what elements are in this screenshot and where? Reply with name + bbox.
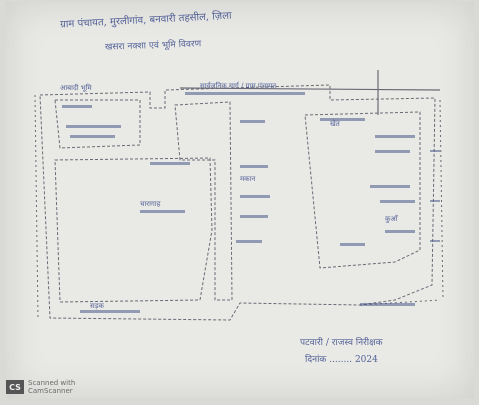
plan-label-d: मकान xyxy=(240,175,256,183)
plan-label-bottom: सड़क xyxy=(90,302,104,310)
scribble-text-marks xyxy=(62,92,440,313)
plan-left-edge xyxy=(34,94,39,321)
camscanner-logo-icon: CS xyxy=(6,380,24,394)
plan-road-line xyxy=(179,87,441,91)
plan-label-road: सार्वजनिक मार्ग / ग्राम पंचायत xyxy=(200,82,277,90)
plan-label-a: आबादी भूमि xyxy=(60,84,92,92)
signature-line2: दिनांक ........ 2024 xyxy=(305,355,378,365)
plan-label-c: खेत xyxy=(330,120,340,128)
plan-outer-left-boundary xyxy=(39,84,436,321)
plan-inner-left-upper xyxy=(54,99,141,149)
plan-right-block xyxy=(304,111,421,269)
plan-right-edge xyxy=(439,99,444,301)
watermark-line2: CamScanner xyxy=(28,387,73,395)
watermark-line1: Scanned with xyxy=(28,379,76,387)
plan-label-e: कुआँ xyxy=(385,215,398,223)
signature-line1: पटवारी / राजस्व निरीक्षक xyxy=(300,338,383,348)
camscanner-watermark: CS Scanned with CamScanner xyxy=(6,377,136,397)
plan-inner-left-block xyxy=(54,157,213,303)
plan-bottom-right xyxy=(359,299,441,306)
plan-label-b: चारागाह xyxy=(140,200,161,208)
watermark-text: Scanned with CamScanner xyxy=(28,379,75,395)
plan-middle-block xyxy=(174,101,233,301)
